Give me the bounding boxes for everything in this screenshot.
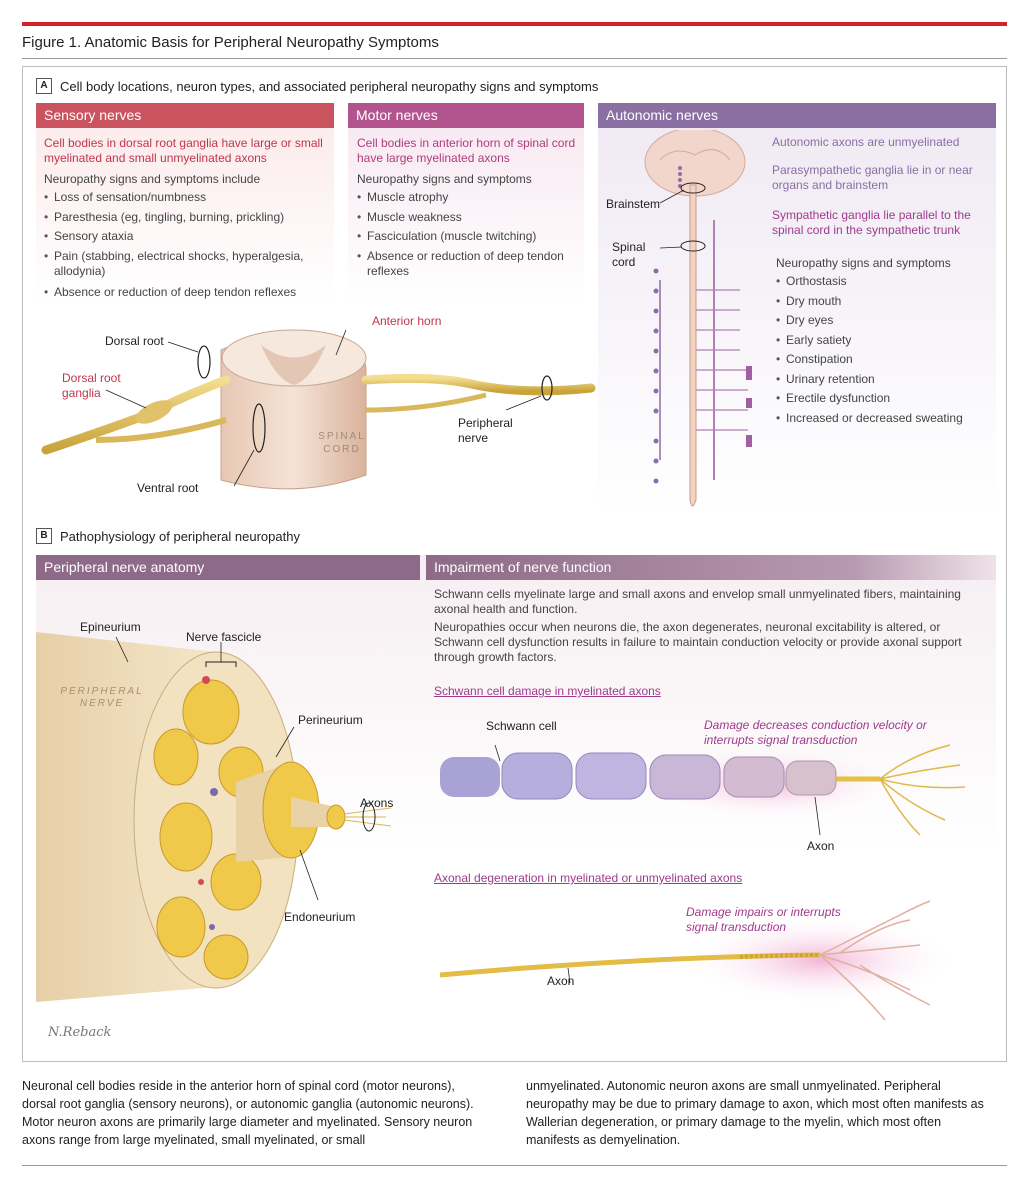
list-item: Erectile dysfunction — [776, 389, 991, 409]
axonal-degeneration-subheading: Axonal degeneration in myelinated or unm… — [434, 871, 743, 885]
schwann-damage-subheading: Schwann cell damage in myelinated axons — [434, 684, 661, 698]
motor-emphasis: Cell bodies in anterior horn of spinal c… — [357, 136, 576, 165]
peripheral-nerve-text: PERIPHERAL NERVE — [60, 686, 144, 709]
nerve-fascicle-label: Nerve fascicle — [186, 630, 262, 644]
perineurium-label: Perineurium — [298, 713, 363, 727]
dorsal-root-label: Dorsal root — [105, 334, 164, 348]
anatomy-header: Peripheral nerve anatomy — [36, 555, 420, 580]
illustrator-signature: N.Reback — [48, 1025, 112, 1040]
spinal-cord-label: Spinal cord — [612, 240, 646, 269]
motor-symptom-list: Muscle atrophy Muscle weakness Fascicula… — [357, 188, 579, 279]
autonomic-header: Autonomic nerves — [598, 103, 996, 128]
axons-label: Axons — [360, 796, 394, 810]
epineurium-label: Epineurium — [80, 620, 141, 634]
peripheral-nerve-label: Peripheral nerve — [458, 416, 513, 445]
schwann-damage-note: Damage decreases conduction velocity or … — [704, 718, 927, 747]
list-item: Loss of sensation/numbness — [44, 188, 329, 208]
section-a-title: Cell body locations, neuron types, and a… — [60, 78, 599, 94]
autonomic-symptom-list: Orthostasis Dry mouth Dry eyes Early sat… — [776, 272, 991, 428]
section-b-badge: B — [36, 528, 52, 544]
list-item: Increased or decreased sweating — [776, 409, 991, 429]
list-item: Dry eyes — [776, 311, 991, 331]
bottom-divider — [22, 1165, 1007, 1166]
impairment-header: Impairment of nerve function — [426, 555, 996, 580]
autonomic-note-parasympathetic: Parasympathetic ganglia lie in or near o… — [772, 163, 973, 192]
caption-right: unmyelinated. Autonomic neuron axons are… — [526, 1079, 984, 1147]
list-item: Orthostasis — [776, 272, 991, 292]
list-item: Sensory ataxia — [44, 227, 329, 247]
list-item: Muscle weakness — [357, 208, 579, 228]
list-item: Early satiety — [776, 331, 991, 351]
autonomic-nervous-system-illustration — [644, 130, 752, 507]
list-item: Paresthesia (eg, tingling, burning, pric… — [44, 208, 329, 228]
top-accent-bar — [22, 22, 1007, 26]
impairment-paragraph-1: Schwann cells myelinate large and small … — [434, 587, 961, 616]
title-divider — [22, 58, 1007, 59]
list-item: Fasciculation (muscle twitching) — [357, 227, 579, 247]
figure-title: Figure 1. Anatomic Basis for Peripheral … — [22, 34, 439, 51]
brainstem-label: Brainstem — [606, 197, 661, 211]
impairment-paragraph-2: Neuropathies occur when neurons die, the… — [434, 620, 962, 664]
axon-label-1: Axon — [807, 839, 835, 853]
autonomic-note-unmyelinated: Autonomic axons are unmyelinated — [772, 135, 960, 149]
motor-header: Motor nerves — [348, 103, 584, 128]
sensory-intro: Neuropathy signs and symptoms include — [44, 172, 261, 186]
caption-left: Neuronal cell bodies reside in the anter… — [22, 1079, 474, 1147]
list-item: Constipation — [776, 350, 991, 370]
schwann-cell-damage-illustration — [440, 744, 966, 836]
list-item: Pain (stabbing, electrical shocks, hyper… — [44, 249, 329, 279]
section-a-badge: A — [36, 78, 52, 94]
section-a-label: A Cell body locations, neuron types, and… — [36, 78, 598, 94]
endoneurium-label: Endoneurium — [284, 910, 356, 924]
peripheral-nerve-cross-section — [36, 632, 392, 1002]
ventral-root-label: Ventral root — [137, 481, 199, 495]
axonal-degeneration-illustration — [440, 900, 960, 1021]
list-item: Absence or reduction of deep tendon refl… — [357, 249, 579, 279]
schwann-cell-label: Schwann cell — [486, 719, 557, 733]
sensory-symptom-list: Loss of sensation/numbness Paresthesia (… — [44, 188, 329, 302]
section-b-title: Pathophysiology of peripheral neuropathy — [60, 528, 300, 544]
autonomic-intro: Neuropathy signs and symptoms — [776, 256, 951, 270]
sensory-emphasis: Cell bodies in dorsal root ganglia have … — [44, 136, 323, 165]
autonomic-note-sympathetic: Sympathetic ganglia lie parallel to the … — [772, 208, 971, 237]
sensory-header: Sensory nerves — [36, 103, 334, 128]
axonal-damage-note: Damage impairs or interrupts signal tran… — [686, 905, 841, 934]
spinal-cord-illustration — [41, 329, 596, 490]
axon-label-2: Axon — [547, 974, 575, 988]
spinal-cord-text: SPINAL CORD — [318, 431, 366, 455]
list-item: Dry mouth — [776, 292, 991, 312]
list-item: Muscle atrophy — [357, 188, 579, 208]
anterior-horn-label: Anterior horn — [372, 314, 442, 328]
list-item: Absence or reduction of deep tendon refl… — [44, 283, 329, 303]
list-item: Urinary retention — [776, 370, 991, 390]
section-b-label: B Pathophysiology of peripheral neuropat… — [36, 528, 300, 544]
motor-intro: Neuropathy signs and symptoms — [357, 172, 532, 186]
dorsal-root-ganglia-label: Dorsal root ganglia — [62, 371, 121, 400]
